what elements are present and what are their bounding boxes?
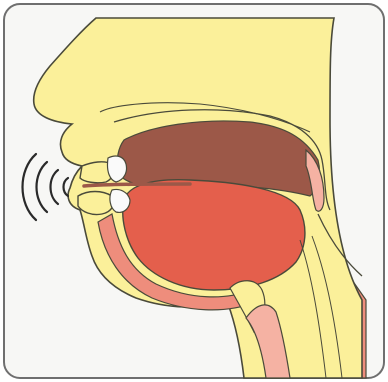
- lower-lip: [78, 192, 114, 215]
- airflow-streak: [84, 184, 190, 186]
